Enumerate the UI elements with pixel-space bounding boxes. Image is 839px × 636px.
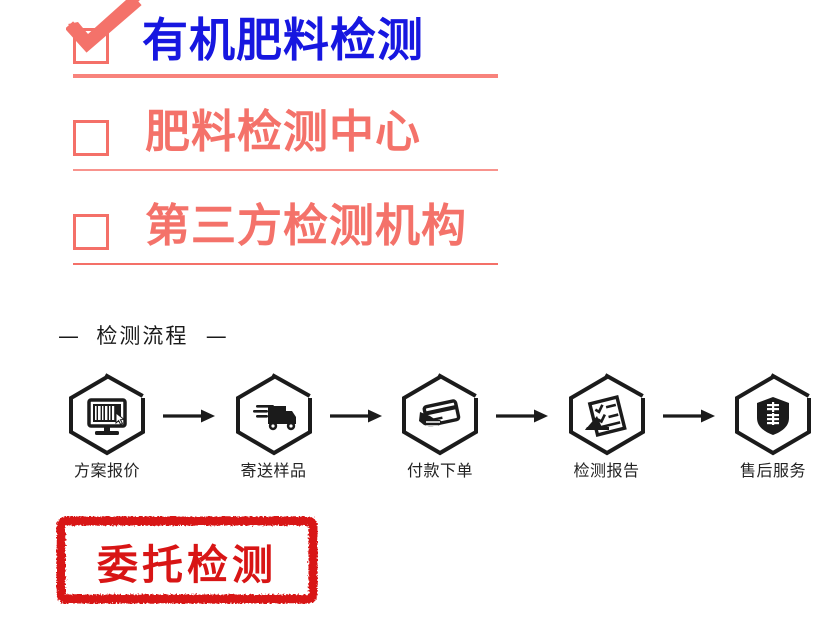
process-section-heading: — 检测流程 — [58,322,227,350]
heading-dash-right: — [205,324,227,348]
checklist-underline [73,169,498,171]
checklist-underline [73,74,498,78]
heading-title: 检测流程 [96,324,189,348]
flow-step-label: 检测报告 [573,461,640,480]
shield-service-icon [735,373,811,456]
heading-dash-left: — [58,324,79,348]
flow-step-label: 寄送样品 [240,461,307,480]
checklist-item-label: 第三方检测机构 [145,199,468,252]
checklist-item-label: 有机肥料检测 [142,13,424,67]
flow-step-label: 方案报价 [73,461,140,480]
checklist-item-organic-fertilizer-testing[interactable]: 有机肥料检测 [66,0,630,94]
checklist-item-label: 肥料检测中心 [145,105,422,158]
checklist-item-fertilizer-testing-center[interactable]: 肥料检测中心 [70,100,630,186]
delivery-truck-icon [235,373,312,456]
checklist-report-icon [568,373,645,456]
flow-arrow-1 [161,372,219,460]
flow-step-label: 付款下单 [406,461,473,480]
checkbox-box[interactable] [73,28,109,64]
flow-step-label: 售后服务 [739,461,806,480]
flow-step-quote[interactable]: 方案报价 [55,372,159,481]
checklist-underline [73,263,498,265]
flow-arrow-4 [661,372,719,460]
monitor-barcode-icon [69,373,145,456]
flow-arrow-3 [494,372,552,460]
stamp-label: 委托检测 [97,541,277,589]
flow-step-after-sales[interactable]: 售后服务 [721,372,825,481]
checkbox-box[interactable] [73,214,109,250]
flow-step-report[interactable]: 检测报告 [555,372,659,481]
flow-arrow-2 [328,372,386,460]
stamp-border [56,516,318,604]
checkbox-box[interactable] [73,120,109,156]
flow-step-payment[interactable]: 付款下单 [388,372,492,481]
hand-credit-card-icon [402,373,478,456]
process-flow: 方案报价 寄送 [55,372,825,492]
checklist-item-third-party-agency[interactable]: 第三方检测机构 [70,194,630,280]
flow-step-send-sample[interactable]: 寄送样品 [222,372,326,481]
commission-stamp: 委托检测 [56,516,318,604]
